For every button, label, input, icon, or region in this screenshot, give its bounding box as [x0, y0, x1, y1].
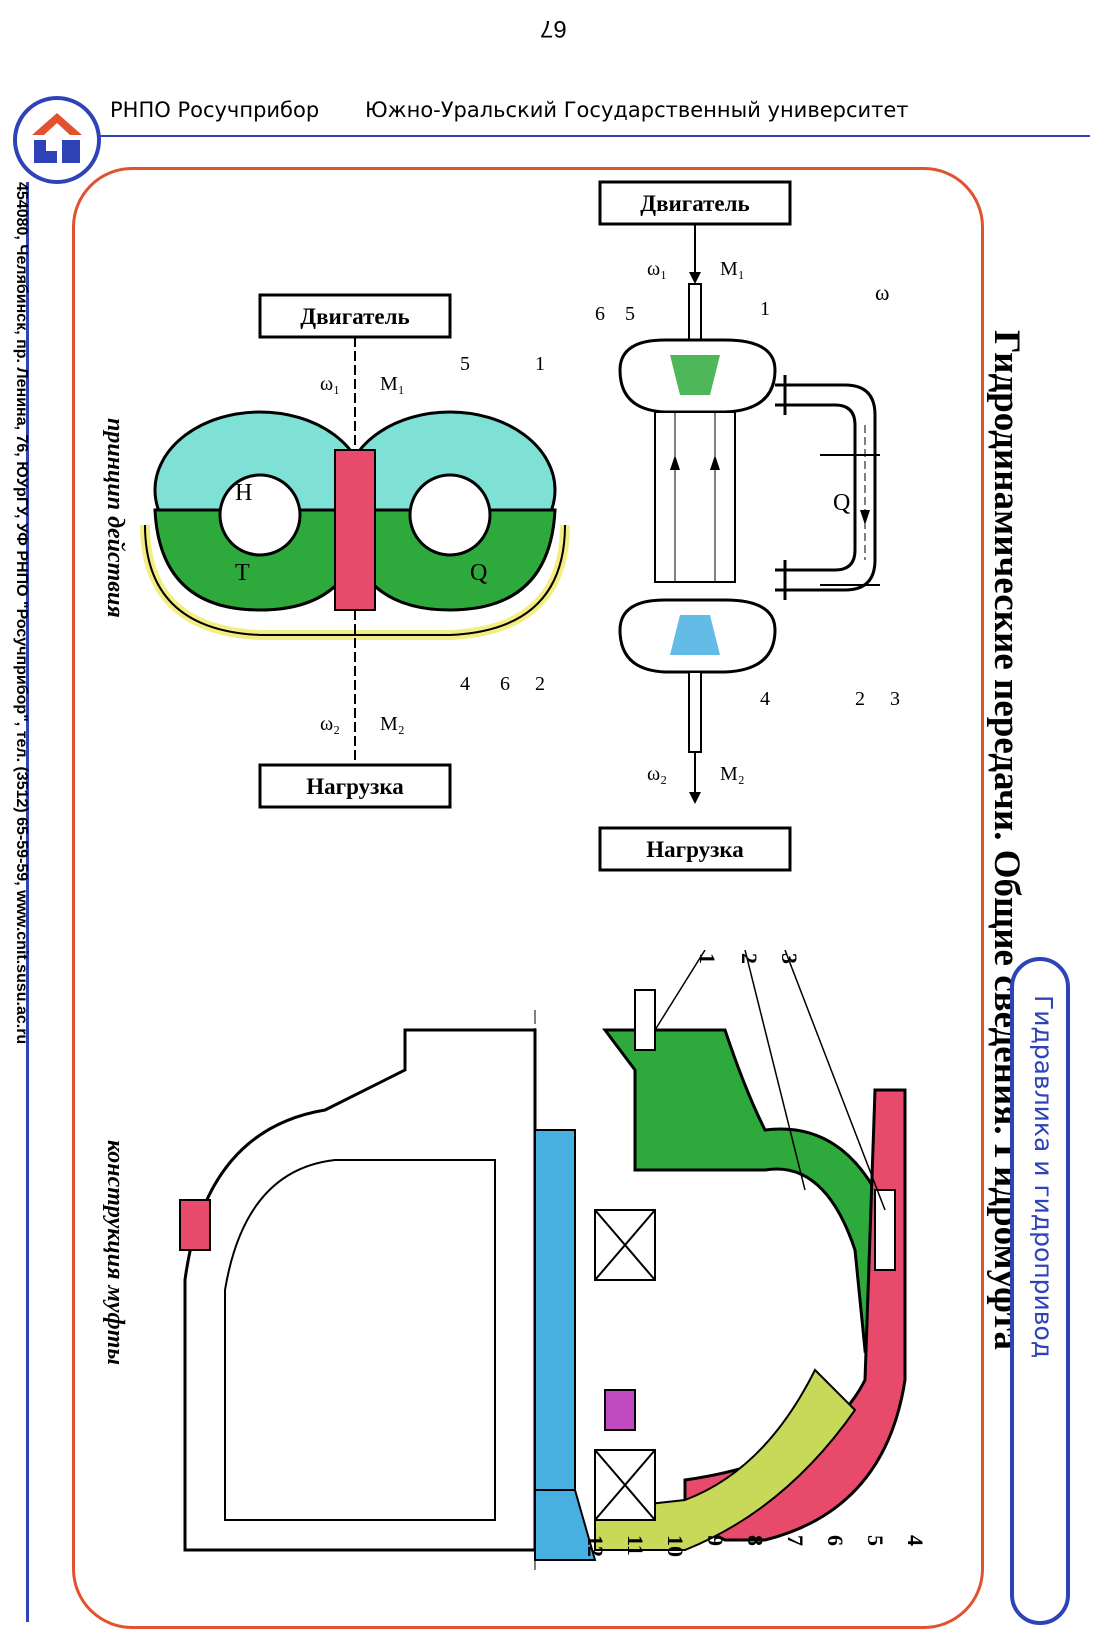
header-organization: РНПО Росучприбор: [110, 98, 320, 122]
turbine-letter: Т: [235, 560, 250, 586]
rosuchpribor-logo-icon: [13, 96, 101, 184]
part-number-construction-2: 2: [737, 953, 762, 964]
part-number-construction-10: 10: [663, 1535, 688, 1557]
pump-casing: [602, 1028, 897, 1354]
principle-diagram: Двигатель Н Т Q M₁ ω₁ M₂ ω₂ 5 1 2 6 4 На…: [140, 293, 570, 809]
engine-label-top: Двигатель: [640, 191, 749, 216]
w1-label-principle: ω₁: [320, 373, 340, 395]
w2-label-top: ω₂: [647, 763, 667, 785]
part-number-top-5: 5: [625, 303, 635, 325]
part-number-principle-1: 1: [535, 353, 545, 375]
w1-label-top: ω₁: [647, 258, 667, 280]
omega-label: ω: [875, 280, 889, 305]
part-number-construction-6: 6: [823, 1535, 848, 1546]
part-number-construction-11: 11: [623, 1535, 648, 1556]
footer-address: 454080, Челябинск, пр. Ленина, 76, ЮУрГУ…: [13, 182, 30, 1045]
shaft-principle: [334, 449, 376, 611]
load-label-top: Нагрузка: [646, 837, 744, 862]
part-number-principle-5: 5: [460, 353, 470, 375]
output-shaft: [534, 1129, 576, 1491]
part-number-construction-4: 4: [903, 1535, 928, 1546]
part-number-construction-12: 12: [583, 1535, 608, 1557]
construction-drawing: [179, 950, 907, 1570]
engine-label-principle: Двигатель: [300, 304, 409, 329]
m2-label-principle: M₂: [380, 713, 405, 735]
w2-label-principle: ω₂: [320, 713, 340, 735]
part-number-top-6: 6: [595, 303, 605, 325]
part-number-principle-6: 6: [500, 673, 510, 695]
part-number-construction-7: 7: [783, 1535, 808, 1546]
load-box-top: [598, 826, 792, 872]
flow-label-principle: Q: [470, 560, 487, 586]
load-label-principle: Нагрузка: [306, 774, 404, 799]
header-rule: [100, 135, 1090, 137]
load-box-principle: [258, 763, 452, 809]
part-number-construction-1: 1: [695, 953, 720, 964]
part-number-top-1: 1: [760, 298, 770, 320]
flow-label-top: Q: [833, 490, 850, 516]
principle-caption: принцип действия: [102, 418, 128, 618]
part-number-principle-4: 4: [460, 673, 470, 695]
margin-rule: [26, 182, 29, 1622]
construction-caption: конструкция муфты: [102, 1140, 128, 1366]
part-number-construction-3: 3: [777, 953, 802, 964]
part-number-principle-2: 2: [535, 673, 545, 695]
page-number: 67: [540, 15, 567, 42]
m2-label-top: M₂: [720, 763, 745, 785]
schematic-diagram: Двигатель Q Нагрузка ω M₁ ω₁ M₂ ω₂ 1 5 6…: [595, 180, 900, 872]
content-frame: [72, 167, 984, 1629]
pump-letter: Н: [235, 480, 252, 506]
m1-label-top: M₁: [720, 258, 745, 280]
header-university: Южно-Уральский Государственный университ…: [365, 98, 909, 122]
part-number-top-3: 3: [890, 688, 900, 710]
part-number-construction-9: 9: [703, 1535, 728, 1546]
m1-label-principle: M₁: [380, 373, 405, 395]
section-tab-label: Гидравлика и гидропривод: [1029, 995, 1058, 1359]
part-number-top-4: 4: [760, 688, 770, 710]
part-number-construction-8: 8: [743, 1535, 768, 1546]
part-number-construction-5: 5: [863, 1535, 888, 1546]
part-number-top-2: 2: [855, 688, 865, 710]
section-tab: [1010, 957, 1070, 1625]
